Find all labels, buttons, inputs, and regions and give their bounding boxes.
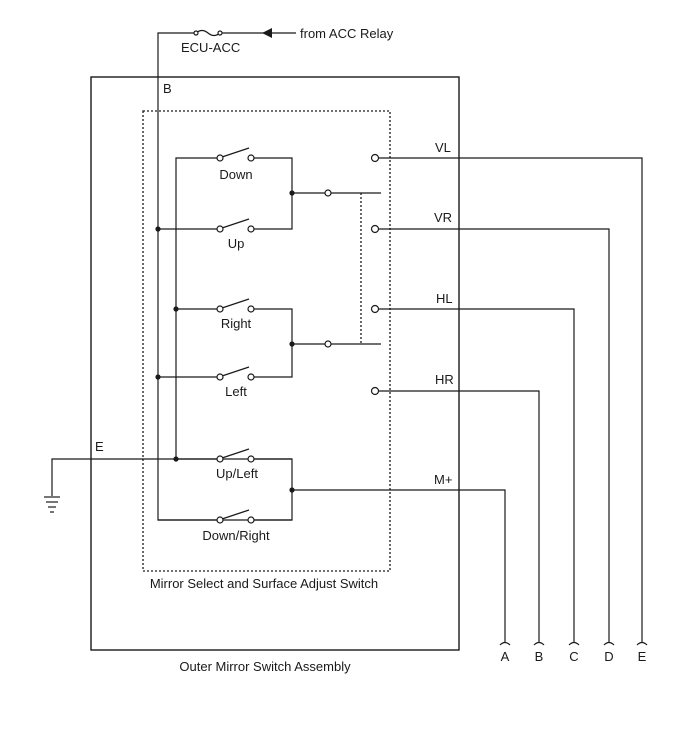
hl-contact bbox=[370, 304, 380, 314]
downright-contact-left bbox=[216, 516, 224, 524]
terminal-b-label: B bbox=[163, 81, 172, 96]
fuse-label: ECU-ACC bbox=[181, 40, 240, 55]
m-plus-wire bbox=[292, 489, 506, 643]
selector-2-common-contact bbox=[324, 340, 332, 348]
down-up-output-wire bbox=[251, 157, 293, 230]
upleft-contact-left bbox=[216, 455, 224, 463]
right-contact-left bbox=[216, 305, 224, 313]
down-contact-right bbox=[247, 154, 255, 162]
output-m-plus-label: M+ bbox=[434, 472, 452, 487]
junction-right-left bbox=[289, 341, 295, 347]
inner-box-label: Mirror Select and Surface Adjust Switch bbox=[150, 576, 378, 591]
downright-switch-blade bbox=[221, 509, 250, 520]
connector-c-mark bbox=[568, 641, 580, 646]
vr-contact bbox=[370, 224, 380, 234]
junction-e-right bbox=[173, 306, 179, 312]
switch-upleft-label: Up/Left bbox=[216, 466, 258, 481]
switch-left-label: Left bbox=[225, 384, 247, 399]
switch-right-label: Right bbox=[221, 316, 252, 331]
hr-wire bbox=[379, 390, 540, 643]
upleft-switch-blade bbox=[221, 448, 250, 459]
up-contact-left bbox=[216, 225, 224, 233]
up-contact-right bbox=[247, 225, 255, 233]
connector-e-label: E bbox=[638, 649, 647, 664]
junction-m-plus bbox=[289, 487, 295, 493]
switch-down-label: Down bbox=[219, 167, 252, 182]
source-label: from ACC Relay bbox=[300, 26, 394, 41]
right-switch-blade bbox=[221, 298, 250, 309]
fuse-symbol bbox=[195, 29, 221, 37]
upleft-contact-right bbox=[247, 455, 255, 463]
connector-b-mark bbox=[533, 641, 545, 646]
vr-wire bbox=[379, 228, 610, 643]
left-contact-right bbox=[247, 373, 255, 381]
outer-mirror-switch-assembly-box bbox=[90, 76, 460, 651]
output-vl-label: VL bbox=[435, 140, 451, 155]
right-left-output-wire bbox=[251, 308, 293, 378]
switch-downright-label: Down/Right bbox=[202, 528, 270, 543]
connector-b-label: B bbox=[535, 649, 544, 664]
down-switch-blade bbox=[221, 147, 250, 158]
connector-d-mark bbox=[603, 641, 615, 646]
right-contact-right bbox=[247, 305, 255, 313]
junction-e-main bbox=[173, 456, 179, 462]
acc-relay-arrow bbox=[262, 28, 272, 38]
junction-down-up bbox=[289, 190, 295, 196]
down-contact-left bbox=[216, 154, 224, 162]
up-switch-blade bbox=[221, 218, 250, 229]
fuse-left-terminal bbox=[193, 30, 199, 36]
vl-contact bbox=[370, 153, 380, 163]
vl-wire bbox=[379, 157, 643, 643]
switch-up-label: Up bbox=[228, 236, 245, 251]
connector-a-label: A bbox=[501, 649, 510, 664]
connector-e-mark bbox=[636, 641, 648, 646]
connector-c-label: C bbox=[569, 649, 578, 664]
output-hl-label: HL bbox=[436, 291, 453, 306]
junction-b-up bbox=[155, 226, 161, 232]
junction-b-left bbox=[155, 374, 161, 380]
connector-d-label: D bbox=[604, 649, 613, 664]
selector-1-common-contact bbox=[324, 189, 332, 197]
ground-bus-wire bbox=[175, 157, 220, 459]
hr-contact bbox=[370, 386, 380, 396]
left-switch-blade bbox=[221, 366, 250, 377]
e-ground-wire bbox=[51, 458, 293, 496]
terminal-e-label: E bbox=[95, 439, 104, 454]
output-hr-label: HR bbox=[435, 372, 454, 387]
b-supply-wire bbox=[157, 32, 293, 521]
output-vr-label: VR bbox=[434, 210, 452, 225]
downright-contact-right bbox=[247, 516, 255, 524]
hl-wire bbox=[379, 308, 575, 643]
fuse-right-terminal bbox=[217, 30, 223, 36]
left-contact-left bbox=[216, 373, 224, 381]
connector-a-mark bbox=[499, 641, 511, 646]
outer-box-label: Outer Mirror Switch Assembly bbox=[179, 659, 351, 674]
mirror-select-switch-box bbox=[142, 110, 391, 572]
